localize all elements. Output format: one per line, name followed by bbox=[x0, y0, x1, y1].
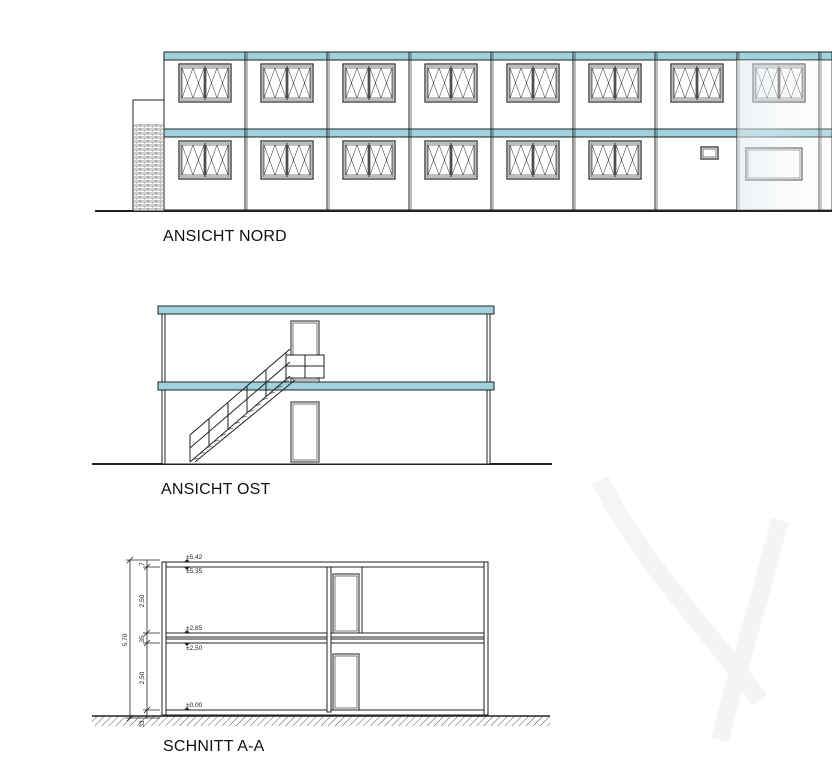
stair-tread bbox=[282, 379, 290, 383]
small-window bbox=[700, 146, 719, 160]
window-opening-mark bbox=[451, 144, 475, 176]
stair-tread bbox=[261, 397, 269, 401]
dim-base: 33 bbox=[139, 720, 146, 728]
window-opening-mark bbox=[287, 67, 311, 99]
east-lower-door bbox=[290, 401, 320, 463]
stair-tread bbox=[268, 391, 276, 395]
stair-tread bbox=[226, 427, 234, 431]
stair-tread bbox=[254, 403, 262, 407]
window-opening-mark bbox=[181, 144, 205, 176]
window-opening-mark bbox=[673, 67, 697, 99]
section-floor-slab-bottom bbox=[161, 638, 489, 644]
section-floor-slab-top bbox=[161, 632, 489, 638]
window-opening-mark bbox=[533, 144, 557, 176]
window-opening-mark bbox=[697, 67, 721, 99]
north-elevation bbox=[95, 51, 832, 212]
window-opening-mark bbox=[615, 144, 639, 176]
section-ground-hatch bbox=[92, 716, 550, 726]
window-opening-mark bbox=[591, 67, 615, 99]
window-opening-mark bbox=[263, 67, 287, 99]
east-upper-door-leaf bbox=[292, 322, 318, 381]
section-upper-door-leaf bbox=[334, 575, 358, 632]
stair-tread bbox=[205, 445, 213, 449]
section-wall-center bbox=[326, 566, 332, 713]
north-view-title: ANSICHT NORD bbox=[163, 228, 287, 245]
window-opening-mark bbox=[533, 67, 557, 99]
window-opening-mark bbox=[205, 144, 229, 176]
level-ceiling: ±5,35 bbox=[186, 568, 203, 575]
east-elevation bbox=[92, 305, 552, 465]
window-opening-mark bbox=[369, 67, 393, 99]
east-lower-door-leaf bbox=[292, 403, 318, 461]
stair-tread bbox=[198, 451, 206, 455]
north-stair-cladding bbox=[134, 124, 163, 210]
window-opening-mark bbox=[615, 67, 639, 99]
dim-lower: 2,50 bbox=[139, 671, 146, 684]
stair-tread bbox=[247, 409, 255, 413]
background-watermark bbox=[591, 475, 789, 743]
window-opening-mark bbox=[181, 67, 205, 99]
stair-tread bbox=[275, 385, 283, 389]
east-view-title: ANSICHT OST bbox=[161, 481, 271, 498]
dim-upper: 2,50 bbox=[139, 594, 146, 607]
window-opening-mark bbox=[427, 144, 451, 176]
window-opening-mark bbox=[369, 144, 393, 176]
section-roof-slab bbox=[161, 561, 489, 568]
window-opening-mark bbox=[427, 67, 451, 99]
section-a-a: 5,70 2,50 35 2,50 7 33 ±5,42 ±5,35 ±2,85… bbox=[92, 554, 550, 728]
dim-total: 5,70 bbox=[122, 633, 129, 646]
north-last-module-shade bbox=[737, 60, 832, 210]
east-stair-steps bbox=[191, 379, 290, 461]
level-floor-upper-bottom: ±2,50 bbox=[186, 645, 203, 652]
stair-tread bbox=[240, 415, 248, 419]
north-roof-band bbox=[163, 51, 832, 61]
section-wall-left bbox=[161, 561, 167, 716]
east-external-stair bbox=[189, 348, 325, 463]
window-opening-mark bbox=[287, 144, 311, 176]
window-opening-mark bbox=[591, 144, 615, 176]
section-lower-door-leaf bbox=[334, 655, 358, 709]
dim-floor: 35 bbox=[139, 635, 146, 643]
stair-tread bbox=[233, 421, 241, 425]
north-floor-band bbox=[163, 128, 832, 138]
window-opening-mark bbox=[263, 144, 287, 176]
level-floor-upper-top: ±2,85 bbox=[186, 625, 203, 632]
window-opening-mark bbox=[509, 67, 533, 99]
section-base-slab bbox=[161, 709, 489, 716]
section-dimension-chain bbox=[126, 556, 160, 722]
window-opening-mark bbox=[345, 144, 369, 176]
section-wall-right bbox=[483, 561, 489, 716]
section-dimension-labels: 5,70 2,50 35 2,50 7 33 bbox=[122, 562, 146, 728]
east-roof-band bbox=[157, 305, 495, 315]
section-level-markers: ±5,42 ±5,35 ±2,85 ±2,50 ±0,00 bbox=[184, 554, 203, 710]
stair-tread bbox=[191, 457, 199, 461]
level-ground: ±0,00 bbox=[186, 702, 203, 709]
window-opening-mark bbox=[205, 67, 229, 99]
dim-top-slab: 7 bbox=[139, 562, 146, 566]
window-opening-mark bbox=[345, 67, 369, 99]
east-floor-band bbox=[157, 381, 495, 391]
section-lower-door bbox=[332, 653, 360, 711]
section-view-title: SCHNITT A-A bbox=[163, 738, 265, 755]
section-upper-door bbox=[332, 573, 360, 634]
stair-tread bbox=[219, 433, 227, 437]
small-window-inner bbox=[702, 148, 717, 158]
window-opening-mark bbox=[451, 67, 475, 99]
window-opening-mark bbox=[509, 144, 533, 176]
level-top: ±5,42 bbox=[186, 554, 203, 561]
stair-tread bbox=[212, 439, 220, 443]
